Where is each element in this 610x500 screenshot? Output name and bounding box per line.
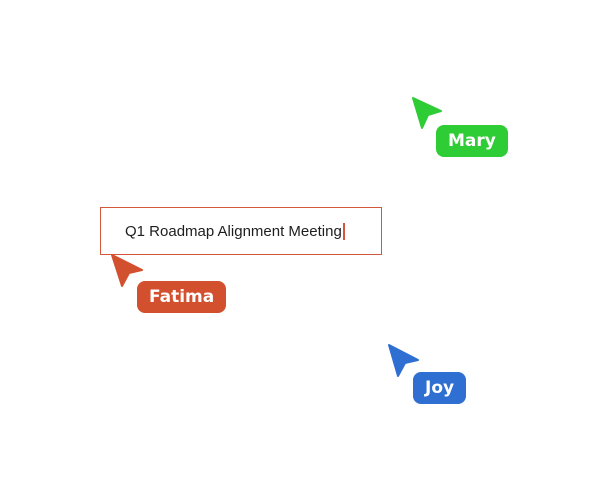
fatima-cursor-icon (109, 253, 145, 289)
meeting-title-input[interactable]: Q1 Roadmap Alignment Meeting (100, 207, 382, 255)
joy-cursor-icon (386, 343, 422, 379)
text-caret (342, 222, 345, 240)
fatima-name-tag: Fatima (137, 281, 227, 313)
joy-name-tag: Joy (413, 372, 467, 404)
mary-cursor-icon (410, 96, 446, 132)
meeting-title-text: Q1 Roadmap Alignment Meeting (125, 222, 342, 240)
mary-name-tag: Mary (436, 125, 508, 157)
